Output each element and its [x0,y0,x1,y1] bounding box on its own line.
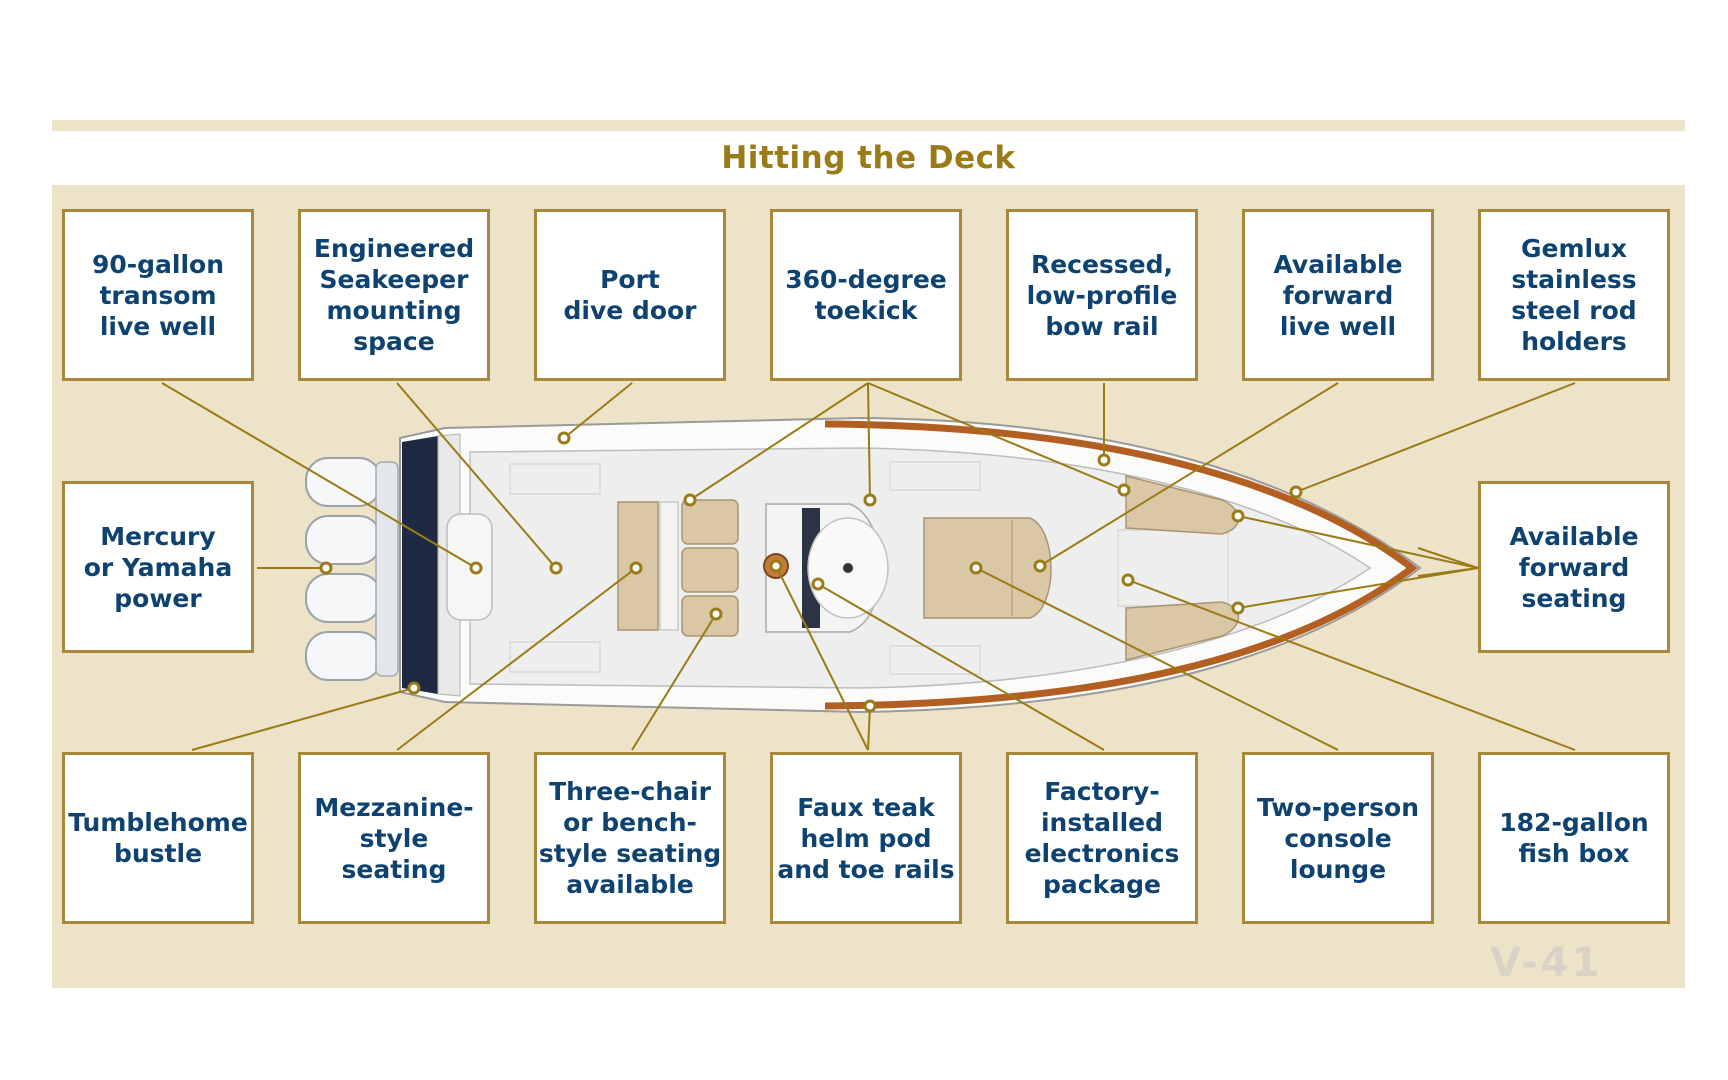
label-box-rod-holders: Gemlux stainless steel rod holders [1478,209,1670,381]
label-text: Three-chair or bench- style seating avai… [538,777,722,899]
label-text: Mezzanine- style seating [314,792,474,884]
title-bar: Hitting the Deck [52,131,1685,185]
label-box-toekick: 360-degree toekick [770,209,962,381]
callout-markers [319,431,1303,713]
label-text: Two-person console lounge [1257,792,1419,884]
model-name: V-41 [1490,940,1603,986]
label-box-mezzanine: Mezzanine- style seating [298,752,490,924]
label-box-electronics: Factory- installed electronics package [1006,752,1198,924]
label-box-bow-rail: Recessed, low-profile bow rail [1006,209,1198,381]
label-box-helm-pod: Faux teak helm pod and toe rails [770,752,962,924]
label-box-forward-seating: Available forward seating [1478,481,1670,653]
label-box-forward-live-well: Available forward live well [1242,209,1434,381]
label-box-bustle: Tumblehome bustle [62,752,254,924]
diagram-title: Hitting the Deck [721,140,1016,176]
label-text: Tumblehome bustle [68,808,248,868]
label-text: 360-degree toekick [785,265,947,325]
label-text: Engineered Seakeeper mounting space [313,234,475,356]
label-box-seakeeper: Engineered Seakeeper mounting space [298,209,490,381]
label-text: 90-gallon transom live well [91,249,225,341]
label-text: Port dive door [563,265,697,325]
label-box-fish-box: 182-gallon fish box [1478,752,1670,924]
label-box-power: Mercury or Yamaha power [62,481,254,653]
label-text: 182-gallon fish box [1499,808,1649,868]
forward-seating [1125,475,1240,661]
label-text: Mercury or Yamaha power [83,521,233,613]
label-box-console-lounge: Two-person console lounge [1242,752,1434,924]
console-lounge-seat [923,517,1052,619]
label-text: Recessed, low-profile bow rail [1026,249,1178,341]
leader-lines [161,382,1576,751]
label-text: Available forward seating [1509,521,1639,613]
outboard-engines [305,457,399,681]
label-text: Factory- installed electronics package [1024,777,1180,899]
label-text: Available forward live well [1273,249,1403,341]
label-text: Faux teak helm pod and toe rails [777,792,955,884]
label-box-transom-live-well: 90-gallon transom live well [62,209,254,381]
label-box-three-chair: Three-chair or bench- style seating avai… [534,752,726,924]
helm-console [763,503,889,633]
label-text: Gemlux stainless steel rod holders [1511,234,1637,356]
label-box-dive-door: Port dive door [534,209,726,381]
